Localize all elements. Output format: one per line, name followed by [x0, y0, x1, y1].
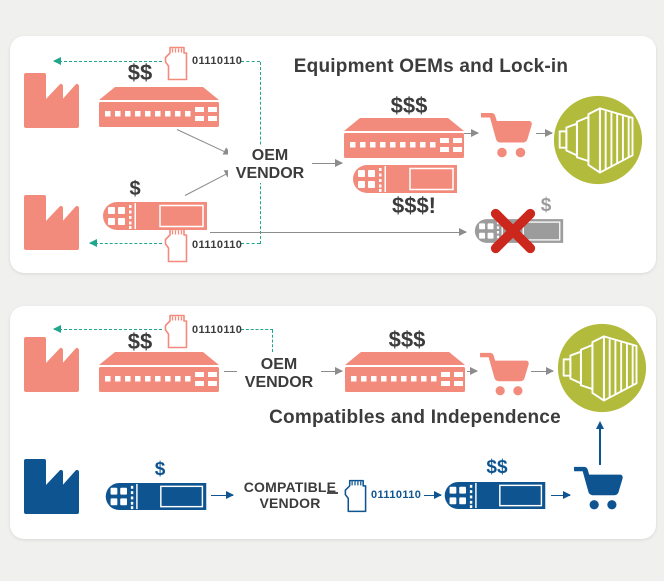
sell-arrow — [210, 228, 467, 237]
price-label: $ — [540, 195, 552, 216]
factory-icon — [20, 452, 84, 516]
firmware-code-label: 01110110 — [192, 55, 243, 67]
factory-icon — [20, 330, 84, 394]
firmware-return-arrow — [89, 239, 162, 248]
oem-vendor-label: OEM VENDOR — [228, 146, 312, 183]
sell-arrow — [464, 129, 479, 138]
price-label: $$ — [486, 457, 508, 478]
price-label: $$$ — [388, 327, 426, 352]
sell-arrow — [551, 491, 571, 500]
firmware-code-label: 01110110 — [192, 324, 243, 336]
transceiver-icon — [443, 481, 547, 510]
sell-arrow — [305, 159, 343, 168]
price-label: $$ — [127, 60, 153, 85]
rejected-x-icon — [488, 206, 538, 256]
datacenter-icon — [556, 322, 648, 414]
dashed-flow-line — [241, 329, 273, 330]
sell-arrow — [536, 129, 553, 138]
shopping-cart-icon — [480, 111, 532, 159]
oem-vendor-label: OEM VENDOR — [237, 355, 321, 392]
price-label: $$$! — [391, 193, 437, 218]
transceiver-icon — [102, 201, 208, 231]
sell-arrow — [467, 367, 478, 376]
price-label: $ — [154, 459, 166, 480]
transceiver-icon — [103, 482, 209, 511]
network-switch-icon — [343, 118, 465, 158]
supply-arrow — [424, 491, 442, 500]
datacenter-icon — [552, 94, 644, 186]
network-switch-icon — [98, 352, 220, 392]
panel-oem-title: Equipment OEMs and Lock-in — [293, 56, 569, 77]
shopping-cart-icon — [573, 465, 623, 511]
sell-arrow — [315, 367, 343, 376]
dashed-flow-line — [241, 61, 260, 62]
network-switch-icon — [98, 87, 220, 127]
supply-arrow — [211, 491, 234, 500]
dashed-flow-line — [241, 243, 260, 244]
sd-card-icon — [342, 479, 368, 513]
sd-card-icon — [162, 46, 189, 81]
factory-icon — [20, 66, 84, 130]
factory-icon — [20, 188, 84, 252]
dashed-flow-line — [272, 330, 273, 352]
panel-compat-title: Compatibles and Independence — [269, 407, 561, 428]
firmware-return-arrow — [53, 325, 162, 334]
sell-up-arrow — [596, 421, 604, 465]
price-label: $$ — [127, 329, 153, 354]
transceiver-icon — [352, 164, 458, 194]
price-label: $ — [129, 178, 141, 200]
firmware-code-label: 01110110 — [371, 489, 422, 501]
shopping-cart-icon — [479, 351, 529, 397]
firmware-code-label: 01110110 — [192, 239, 243, 251]
network-switch-icon — [344, 352, 466, 392]
connector-line — [327, 492, 338, 494]
sell-arrow — [531, 367, 554, 376]
compatible-vendor-label: COMPATIBLE VENDOR — [243, 479, 337, 511]
price-label: $$$ — [390, 93, 428, 118]
sd-card-icon — [162, 228, 189, 263]
sd-card-icon — [162, 314, 189, 349]
firmware-return-arrow — [53, 57, 162, 66]
